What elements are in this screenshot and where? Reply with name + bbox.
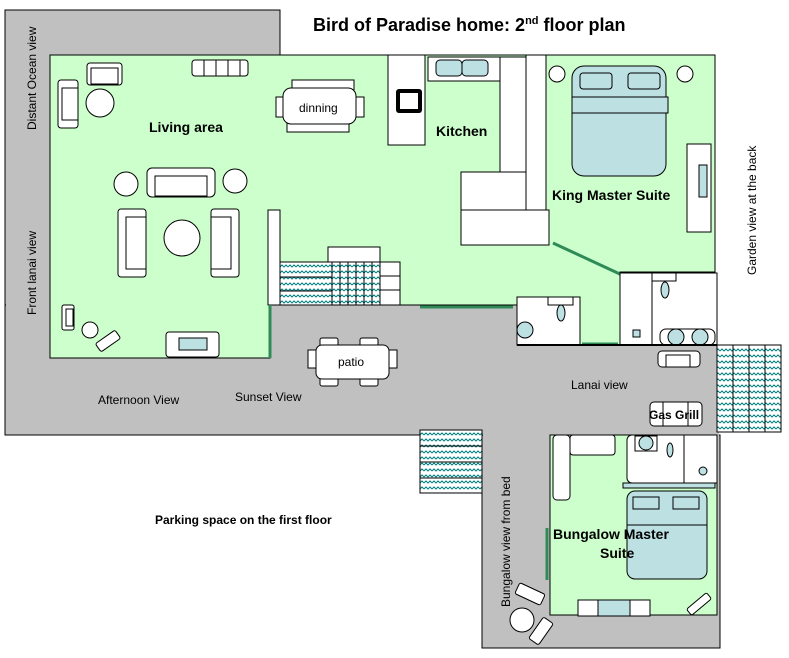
label-living-area: Living area bbox=[149, 119, 223, 135]
stairs bbox=[267, 209, 782, 494]
label-gas-grill: Gas Grill bbox=[649, 408, 699, 422]
kitchen-fixtures bbox=[387, 54, 550, 246]
label-patio: patio bbox=[338, 355, 364, 369]
label-dinning: dinning bbox=[299, 101, 338, 115]
label-bungalow-view: Bungalow view from bed bbox=[499, 476, 513, 607]
label-kitchen: Kitchen bbox=[436, 123, 487, 139]
label-bungalow-suite-2: Suite bbox=[600, 545, 634, 561]
label-garden-view: Garden view at the back bbox=[745, 145, 759, 275]
label-sunset-view: Sunset View bbox=[235, 390, 302, 404]
label-ocean-view: Distant Ocean view bbox=[25, 26, 39, 130]
label-bungalow-suite: Bungalow Master bbox=[553, 526, 669, 542]
patio-furniture bbox=[307, 337, 703, 427]
label-afternoon-view: Afternoon View bbox=[98, 393, 179, 407]
label-parking: Parking space on the first floor bbox=[155, 513, 332, 527]
king-suite-furniture bbox=[268, 65, 718, 358]
page-title: Bird of Paradise home: 2nd floor plan bbox=[313, 15, 626, 35]
living-furniture bbox=[57, 59, 365, 358]
label-king-suite: King Master Suite bbox=[552, 187, 670, 203]
bungalow-furniture bbox=[509, 434, 718, 645]
label-front-lanai-view: Front lanai view bbox=[25, 231, 39, 315]
label-lanai-view: Lanai view bbox=[571, 378, 628, 392]
